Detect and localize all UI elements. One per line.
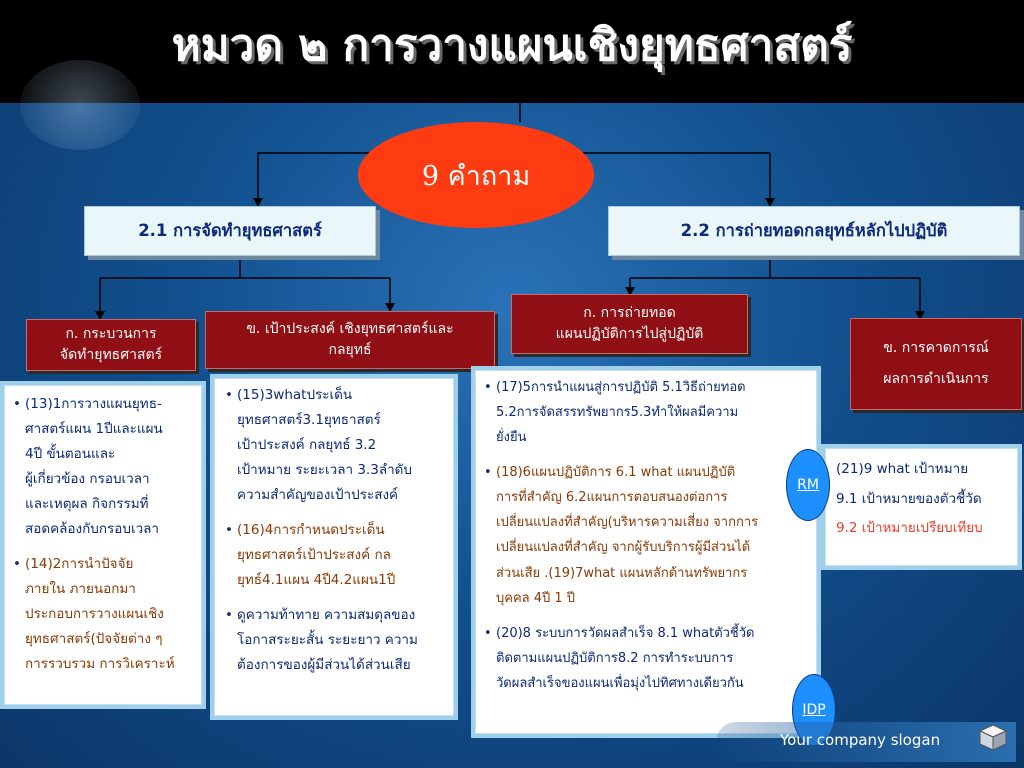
panel1-item-13: (13)1การวางแผนยุทธ- ศาสตร์แผน 1ปีและแผน … [13, 392, 199, 542]
panel2-item-challenge: ดูความท้าทาย ความสมดุลของ โอกาสระยะสั้น … [225, 603, 449, 678]
text-line: ดูความท้าทาย ความสมดุลของ [237, 606, 416, 623]
text-line: (20)8 ระบบการวัดผลสำเร็จ 8.1 whatตัวชี้ว… [496, 625, 755, 641]
text-line: วัดผลสำเร็จของแผนเพื่อมุ่งไปทิศทางเดียวก… [496, 675, 744, 691]
box-kh1-line2: กลยุทธ์ [328, 342, 372, 358]
text-line: ติดตามแผนปฏิบัติการ8.2 การทำระบบการ [496, 650, 734, 666]
text-line: บุคคล 4ปี 1 ปี [496, 590, 576, 606]
text-line: เป้าประสงค์ กลยุทธ์ 3.2 [237, 436, 377, 453]
panel-21-ka: (13)1การวางแผนยุทธ- ศาสตร์แผน 1ปีและแผน … [4, 385, 202, 705]
text-line: โอกาสระยะสั้น ระยะยาว ความ [237, 631, 418, 648]
arrow-kh2 [915, 311, 925, 320]
decorative-glow [20, 60, 140, 150]
text-line: เปลี่ยนแปลงที่สำคัญ จากผู้รับบริการผู้มี… [496, 540, 751, 556]
panel2-item-16: (16)4การกำหนดประเด็น ยุทธศาสตร์เป้าประสง… [225, 518, 449, 593]
text-line: ความสำคัญของเป้าประสงค์ [237, 486, 399, 503]
text-line: ผู้เกี่ยวข้อง กรอบเวลา [25, 470, 150, 487]
box-k2-line1: ก. การถ่ายทอด [583, 305, 676, 321]
text-line: ภายใน ภายนอกมา [25, 580, 136, 597]
arrow-k1 [95, 311, 105, 320]
panel-22-ka: (17)5การนำแผนสู่การปฏิบัติ 5.1วิธีถ่ายทอ… [475, 370, 817, 734]
panel3-item-18: (18)6แผนปฏิบัติการ 6.1 what แผนปฏิบัติ ก… [484, 460, 812, 610]
arrow-left-l1 [253, 198, 263, 207]
text-line: ต้องการของผู้มีส่วนได้ส่วนเสีย [237, 656, 411, 673]
text-line: ยุทธศาสตร์(ปัจจัยต่าง ๆ [25, 630, 163, 647]
text-line: ส่วนเสีย .(19)7what แผนหลักด้านทรัพยากร [496, 565, 748, 581]
center-oval: 9 คำถาม [358, 122, 594, 228]
text-line: ยุทธศาสตร์3.1ยุทธาสตร์ [237, 411, 381, 428]
text-line: ประกอบการวางแผนเชิง [25, 605, 164, 622]
box-kh1-line1: ข. เป้าประสงค์ เชิงยุทธศาสตร์และ [246, 321, 454, 337]
text-line: ศาสตร์แผน 1ปีและแผน [25, 420, 163, 437]
panel3-item-17: (17)5การนำแผนสู่การปฏิบัติ 5.1วิธีถ่ายทอ… [484, 375, 812, 450]
box-kh2-line2: ผลการดำเนินการ [883, 371, 989, 387]
panel-21-kh: (15)3whatประเด็น ยุทธศาสตร์3.1ยุทธาสตร์ … [214, 378, 454, 716]
arrow-k2 [625, 287, 635, 296]
rm-link[interactable]: RM [786, 449, 830, 521]
box-k1-line1: ก. กระบวนการ [65, 326, 157, 342]
panel-22-kh: (21)9 what เป้าหมาย 9.1 เป้าหมายของตัวชี… [825, 448, 1018, 566]
title-bar [0, 0, 1024, 103]
text-line: (18)6แผนปฏิบัติการ 6.1 what แผนปฏิบัติ [496, 465, 736, 481]
text-line: สอดคล้องกับกรอบเวลา [25, 520, 160, 537]
text-line: ยุทธ์4.1แผน 4ปี4.2แผน1ปี [237, 571, 396, 588]
text-line: ยั่งยืน [496, 430, 527, 446]
text-line: เปลี่ยนแปลงที่สำคัญ(บริหารความเสี่ยง จาก… [496, 515, 759, 531]
cube-logo-icon [978, 724, 1008, 751]
text-line: (15)3whatประเด็น [237, 387, 353, 403]
box-k2: ก. การถ่ายทอด แผนปฏิบัติการไปสู่ปฏิบัติ [511, 294, 748, 354]
page-title: หมวด ๒ การวางแผนเชิงยุทธศาสตร์ [171, 20, 853, 71]
panel4-line-92: 9.2 เป้าหมายเปรียบเทียบ [836, 520, 983, 537]
text-line: การที่สำคัญ 6.2แผนการตอบสนองต่อการ [496, 490, 728, 506]
text-line: (16)4การกำหนดประเด็น [237, 521, 385, 538]
panel2-item-15: (15)3whatประเด็น ยุทธศาสตร์3.1ยุทธาสตร์ … [225, 383, 449, 508]
box-k2-line2: แผนปฏิบัติการไปสู่ปฏิบัติ [555, 326, 704, 342]
slogan-bar [716, 722, 1016, 762]
box-k1-line2: จัดทำยุทธศาสตร์ [59, 347, 163, 363]
box-kh2-line1: ข. การคาดการณ์ [883, 340, 989, 357]
panel3-item-20: (20)8 ระบบการวัดผลสำเร็จ 8.1 whatตัวชี้ว… [484, 621, 812, 696]
text-line: และเหตุผล กิจกรรมที่ [25, 495, 149, 512]
text-line: 4ปี ขั้นตอนและ [25, 445, 116, 462]
arrow-kh1 [385, 303, 395, 312]
arrow-right-l1 [765, 198, 775, 207]
text-line: (17)5การนำแผนสู่การปฏิบัติ 5.1วิธีถ่ายทอ… [496, 380, 746, 395]
company-slogan: Your company slogan [780, 731, 941, 749]
text-line: ยุทธศาสตร์เป้าประสงค์ กล [237, 546, 391, 563]
panel1-item-14: (14)2การนำปัจจัย ภายใน ภายนอกมา ประกอบกา… [13, 552, 199, 677]
text-line: เป้าหมาย ระยะเวลา 3.3ลำดับ [237, 461, 413, 478]
box-2-1: 2.1 การจัดทำยุทธศาสตร์ [84, 206, 376, 256]
text-line: (13)1การวางแผนยุทธ- [25, 396, 162, 412]
text-line: (14)2การนำปัจจัย [25, 555, 134, 572]
panel4-line-21: (21)9 what เป้าหมาย [836, 461, 969, 477]
box-k1: ก. กระบวนการ จัดทำยุทธศาสตร์ [26, 319, 196, 371]
box-kh1: ข. เป้าประสงค์ เชิงยุทธศาสตร์และ กลยุทธ์ [205, 311, 495, 369]
text-line: การรวบรวม การวิเคราะห์ [25, 655, 175, 672]
text-line: 5.2การจัดสรรทรัพยากร5.3ทำให้ผลมีความ [496, 405, 739, 421]
panel4-line-91: 9.1 เป้าหมายของตัวชี้วัด [836, 490, 982, 507]
box-kh2: ข. การคาดการณ์ ผลการดำเนินการ [850, 318, 1022, 410]
box-2-2: 2.2 การถ่ายทอดกลยุทธ์หลักไปปฏิบัติ [608, 206, 1020, 256]
